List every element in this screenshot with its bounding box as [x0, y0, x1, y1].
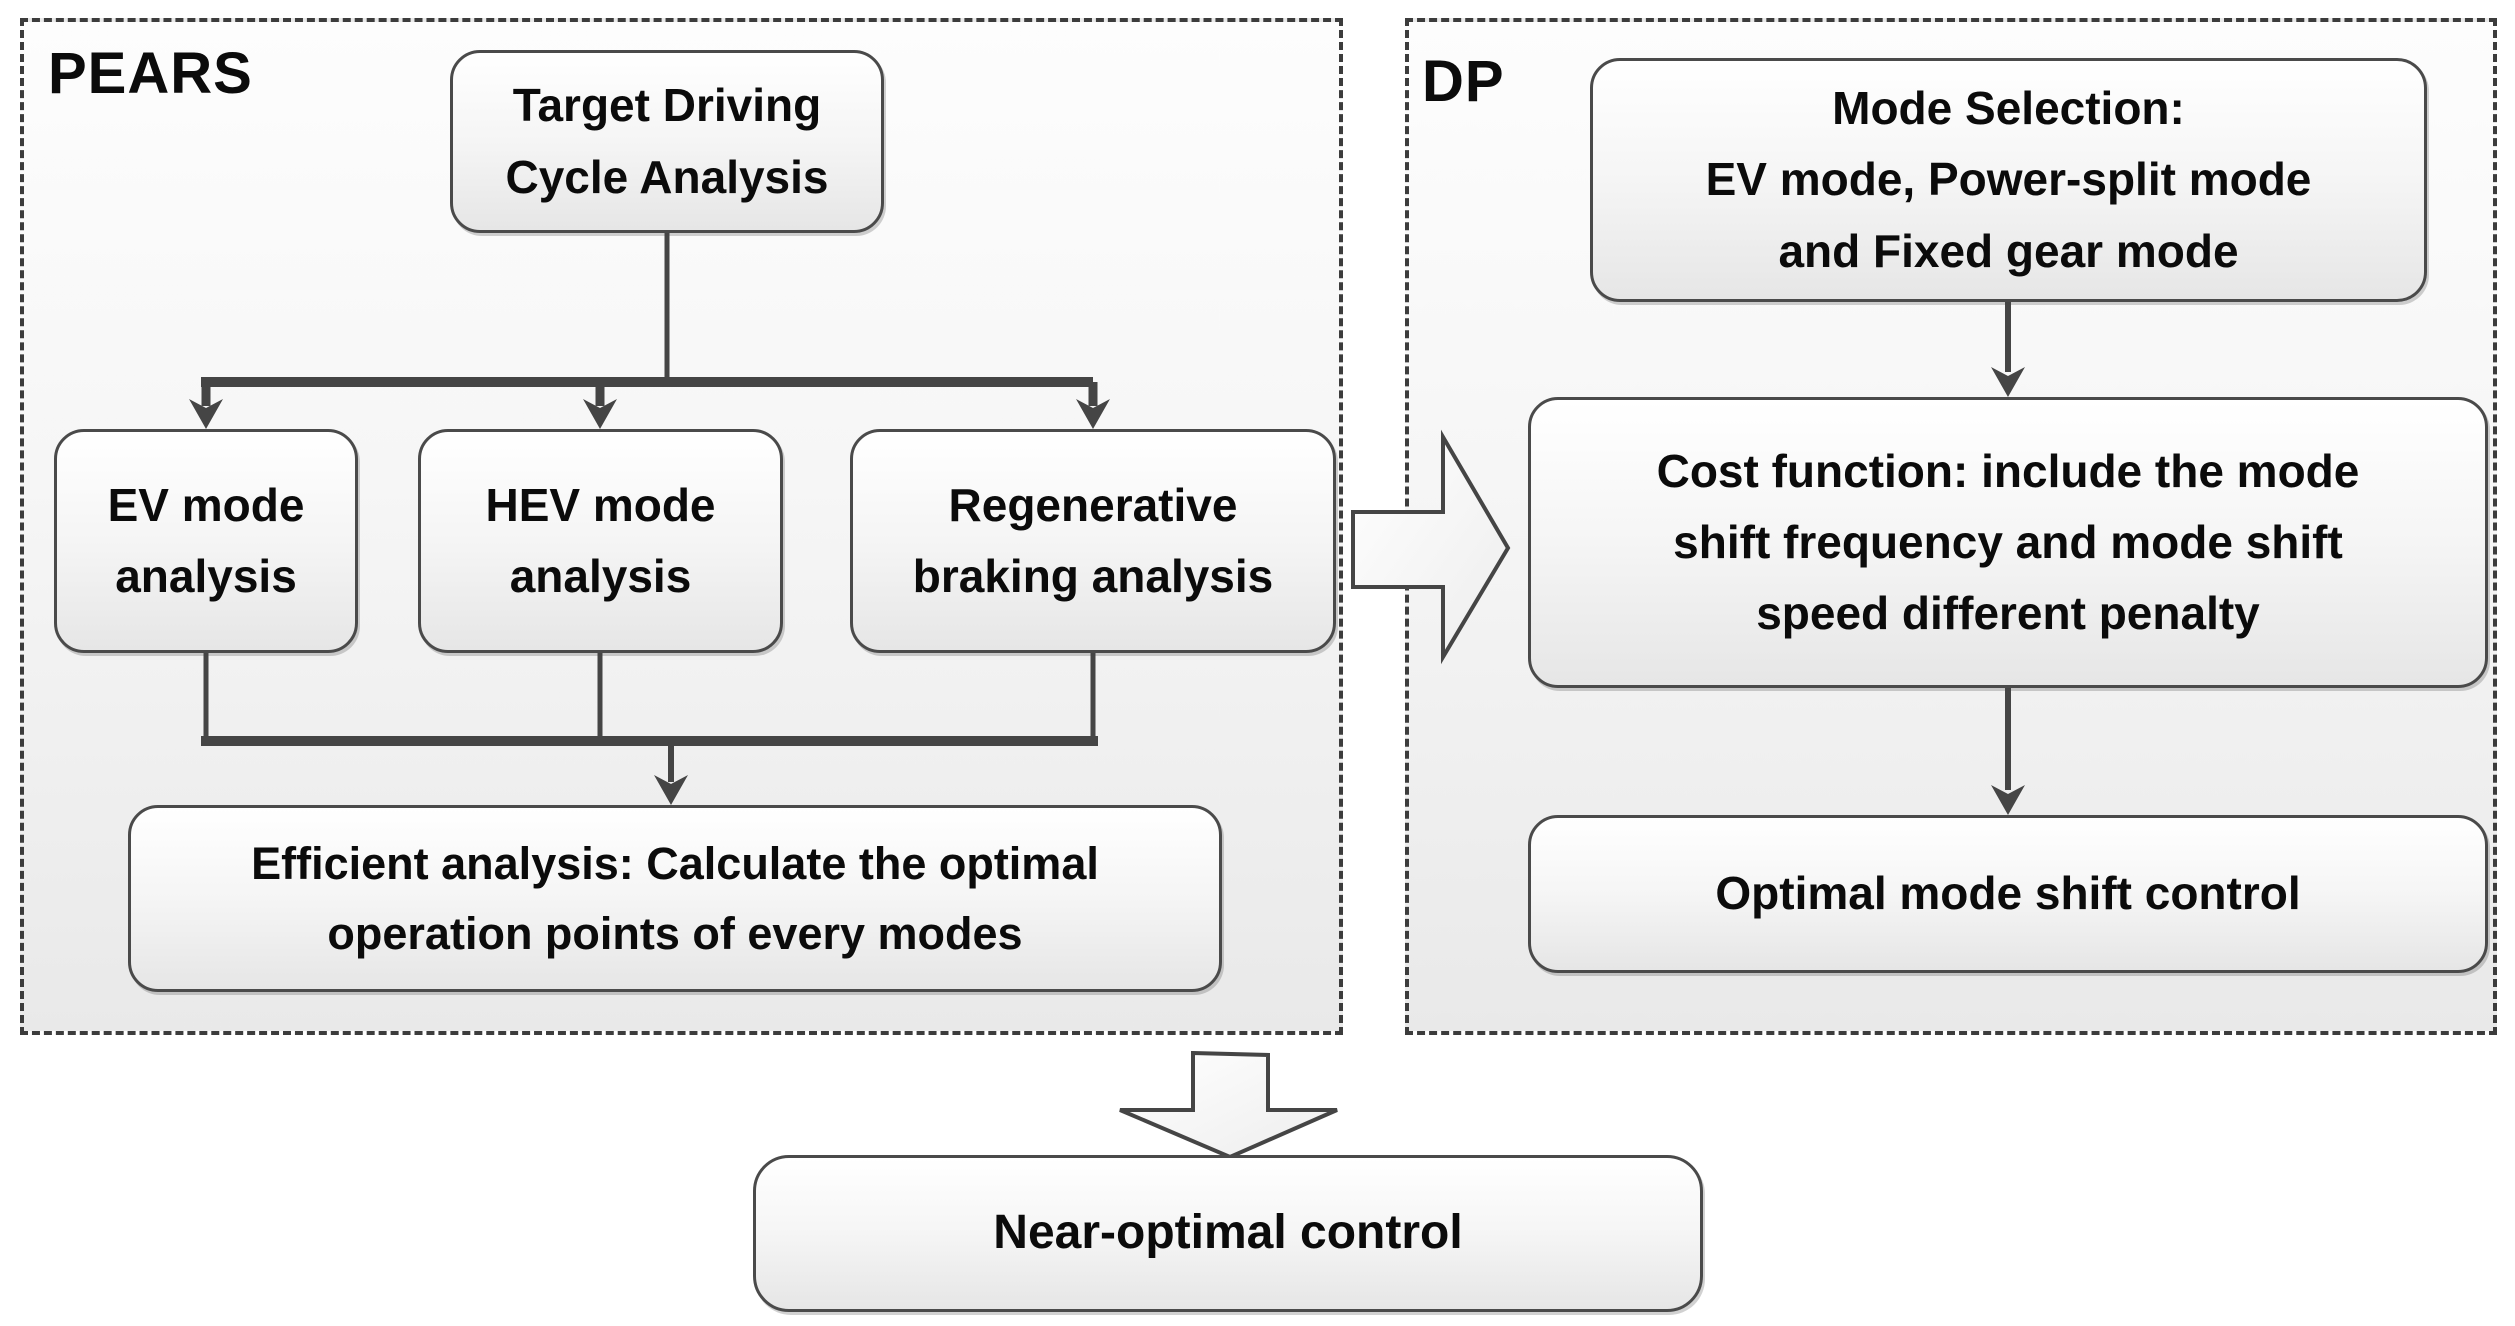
block-arrow-down	[1119, 1050, 1338, 1160]
ev-mode-analysis-box: EV mode analysis	[54, 429, 358, 653]
target-driving-cycle-analysis-box: Target Driving Cycle Analysis	[450, 50, 884, 233]
near-optimal-control-box: Near-optimal control	[753, 1155, 1703, 1312]
cost-function-box: Cost function: include the mode shift fr…	[1528, 397, 2488, 688]
dp-panel-label: DP	[1422, 49, 1505, 114]
regenerative-braking-analysis-box: Regenerative braking analysis	[850, 429, 1336, 653]
mode-selection-box: Mode Selection: EV mode, Power-split mod…	[1590, 58, 2427, 302]
optimal-mode-shift-control-box: Optimal mode shift control	[1528, 815, 2488, 973]
efficient-analysis-box: Efficient analysis: Calculate the optima…	[128, 805, 1222, 992]
pears-panel-label: PEARS	[48, 41, 253, 106]
hev-mode-analysis-box: HEV mode analysis	[418, 429, 783, 653]
